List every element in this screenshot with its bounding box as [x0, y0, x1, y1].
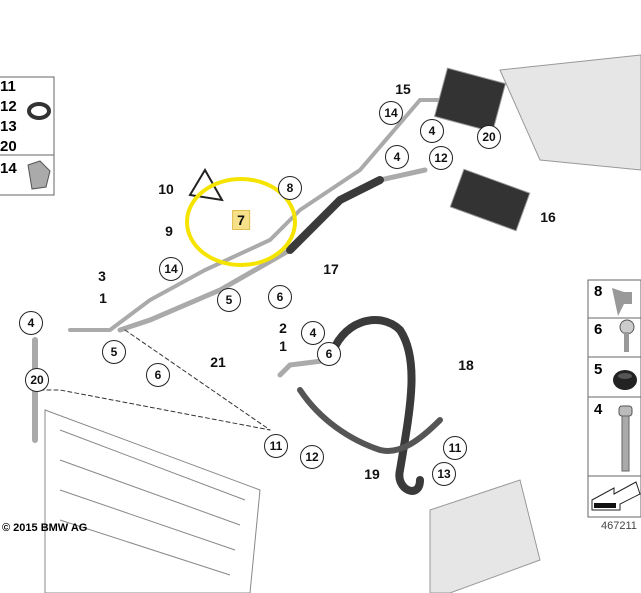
callout-4[interactable]: 4	[301, 321, 325, 345]
clip-icon	[27, 160, 51, 190]
highlight-circle	[185, 177, 297, 267]
left-part-13[interactable]: 13	[0, 118, 17, 135]
bracket-icon	[612, 288, 632, 316]
bolt-icon	[618, 405, 633, 417]
callout-4[interactable]: 4	[385, 145, 409, 169]
o-ring-icon	[27, 102, 51, 120]
callout-4[interactable]: 4	[19, 311, 43, 335]
right-part-8[interactable]: 8	[594, 283, 603, 300]
callout-21[interactable]: 21	[210, 354, 226, 370]
copyright: © 2015 BMW AG	[2, 522, 88, 534]
callout-6[interactable]: 6	[146, 363, 170, 387]
callout-16[interactable]: 16	[540, 209, 556, 225]
right-part-4[interactable]: 4	[594, 401, 603, 418]
callout-5[interactable]: 5	[102, 340, 126, 364]
callout-6[interactable]: 6	[268, 285, 292, 309]
callout-1[interactable]: 1	[279, 338, 287, 354]
compressor-icon	[429, 479, 541, 593]
screw-icon	[619, 319, 635, 335]
right-part-5[interactable]: 5	[594, 361, 603, 378]
callout-11[interactable]: 11	[443, 436, 467, 460]
evaporator-housing-icon	[433, 54, 641, 232]
callout-10[interactable]: 10	[158, 181, 174, 197]
callout-17[interactable]: 17	[323, 261, 339, 277]
left-parts-panel	[0, 76, 55, 196]
callout-9[interactable]: 9	[165, 223, 173, 239]
callout-19[interactable]: 19	[364, 466, 380, 482]
callout-1[interactable]: 1	[99, 290, 107, 306]
right-part-6[interactable]: 6	[594, 321, 603, 338]
callout-15[interactable]: 15	[395, 81, 411, 97]
diagram-number: 467211	[601, 520, 637, 532]
callout-20[interactable]: 20	[25, 368, 49, 392]
callout-2[interactable]: 2	[279, 320, 287, 336]
callout-20[interactable]: 20	[477, 125, 501, 149]
callout-8[interactable]: 8	[278, 176, 302, 200]
callout-11[interactable]: 11	[264, 434, 288, 458]
callout-7[interactable]: 7	[232, 210, 250, 230]
left-part-11[interactable]: 11	[0, 78, 16, 95]
left-part-14[interactable]: 14	[0, 160, 17, 177]
callout-12[interactable]: 12	[300, 445, 324, 469]
callout-18[interactable]: 18	[458, 357, 474, 373]
callout-14[interactable]: 14	[379, 101, 403, 125]
left-part-20[interactable]: 20	[0, 138, 17, 155]
callout-13[interactable]: 13	[432, 462, 456, 486]
callout-3[interactable]: 3	[98, 268, 106, 284]
callout-12[interactable]: 12	[429, 146, 453, 170]
callout-5[interactable]: 5	[217, 288, 241, 312]
callout-4[interactable]: 4	[420, 119, 444, 143]
left-part-12[interactable]: 12	[0, 98, 17, 115]
callout-6[interactable]: 6	[317, 342, 341, 366]
callout-14[interactable]: 14	[159, 257, 183, 281]
condenser-icon	[44, 409, 261, 593]
right-parts-panel	[587, 279, 641, 518]
